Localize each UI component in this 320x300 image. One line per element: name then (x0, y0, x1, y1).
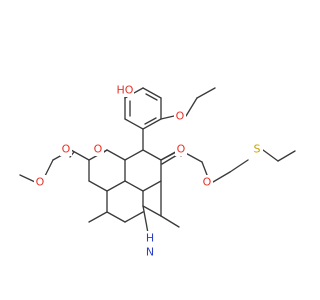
bond-51 (19, 174, 36, 183)
bond-30 (212, 171, 231, 183)
atom-label-methyl-ester-carbonyl-oxygen: O (60, 142, 72, 156)
bond-1 (142, 87, 162, 99)
methyl-ester-carbonyl-oxygen-label: O (62, 143, 71, 156)
bond-12 (196, 87, 216, 99)
bond-45 (88, 211, 108, 223)
atom-label-ketone-oxygen: O (92, 142, 104, 156)
hydroxyl-label: HO (117, 84, 134, 97)
atom-label-sulfur: S (251, 142, 263, 156)
bond-layer (19, 87, 296, 234)
bond-50 (44, 159, 54, 177)
amine-nitrogen-label: N (146, 246, 154, 259)
bond-36 (88, 180, 108, 192)
bond-32 (262, 149, 279, 162)
bond-3 (142, 118, 162, 130)
atom-label-layer: HO O O O O (34, 83, 263, 259)
bond-10 (160, 115, 175, 120)
bond-39 (106, 149, 126, 161)
bond-4 (124, 118, 144, 130)
ethoxy-oxygen-label: O (176, 110, 185, 123)
bond-34 (160, 215, 180, 228)
bond-11 (185, 97, 198, 117)
bond-16 (124, 180, 144, 192)
bond-43 (106, 211, 126, 223)
bond-17 (142, 180, 162, 192)
molecule-svg: HO O O O O (19, 83, 296, 259)
amine-hydrogen-label: H (146, 232, 154, 245)
bond-23 (142, 205, 149, 234)
bond-19 (142, 149, 162, 161)
sulfur-label: S (254, 143, 261, 156)
ketone-oxygen-label: O (94, 143, 103, 156)
atom-label-ester-ether-oxygen: O (201, 175, 213, 189)
atom-label-hydroxyl: HO (116, 83, 134, 97)
bond-33 (277, 150, 296, 162)
bond-7 (144, 117, 157, 125)
molecule-structure-canvas: HO O O O O (19, 83, 296, 259)
bond-25 (161, 154, 178, 165)
bond-21 (142, 205, 162, 217)
atom-label-ester-carbonyl-oxygen: O (175, 142, 187, 156)
bond-35 (106, 180, 126, 192)
bond-29 (201, 161, 208, 176)
bond-44 (124, 211, 144, 223)
bond-31 (229, 159, 249, 173)
ester-carbonyl-oxygen-label: O (177, 143, 186, 156)
atom-label-ethoxy-oxygen: O (174, 109, 186, 123)
bond-6 (145, 93, 158, 101)
bond-14 (124, 149, 144, 161)
ester-ether-oxygen-label: O (203, 176, 212, 189)
atom-label-methyl-ester-ether-oxygen: O (34, 175, 46, 189)
atom-label-amine: H N (143, 231, 157, 259)
methyl-ester-ether-oxygen-label: O (36, 176, 45, 189)
